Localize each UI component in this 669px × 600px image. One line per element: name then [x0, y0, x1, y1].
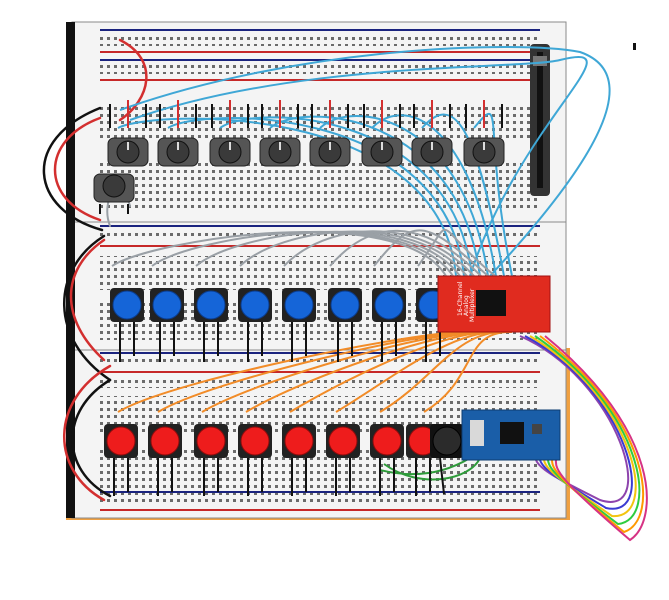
red-button	[106, 426, 136, 456]
blue-button	[240, 290, 270, 320]
multiplexer-board: 16-Channel Analog Multiplexer	[437, 275, 551, 333]
pot-signal-wire	[319, 115, 489, 277]
pot-signal-wire	[117, 117, 457, 277]
red-button	[240, 426, 270, 456]
button-signal-wire	[423, 330, 513, 413]
button-leg	[439, 457, 445, 495]
generated-components	[93, 46, 648, 542]
mux-label-line3: Multiplexer	[469, 288, 476, 322]
ground-wire	[379, 457, 471, 476]
pot-signal-wire	[421, 113, 505, 277]
blue-button	[374, 290, 404, 320]
mux-label-line2: Analog	[463, 295, 470, 316]
blue-button	[112, 290, 142, 320]
potentiometer-knob	[268, 140, 292, 164]
multiplexer-output-wire	[529, 335, 637, 518]
pot-signal-wire	[219, 116, 473, 277]
blue-button	[152, 290, 182, 320]
pot-signal-wire	[119, 46, 611, 277]
potentiometer-knob	[472, 140, 496, 164]
red-button	[328, 426, 358, 456]
left-frame-bar	[66, 22, 75, 518]
button-signal-wire	[417, 228, 496, 277]
button-signal-wire	[245, 330, 489, 413]
pot-signal-wire	[167, 117, 465, 277]
multiplexer-output-wire	[539, 335, 645, 534]
small-mark	[633, 43, 636, 50]
button-signal-wire	[373, 229, 489, 277]
blue-button	[196, 290, 226, 320]
pot-signal-wire	[371, 114, 497, 277]
button-signal-wire	[239, 230, 468, 277]
button-signal-wire	[283, 230, 475, 277]
potentiometer-knob	[318, 140, 342, 164]
potentiometer-knob	[370, 140, 394, 164]
button-signal-wire	[157, 330, 477, 413]
power-rails	[100, 29, 540, 511]
multiplexer-output-wire	[524, 335, 633, 510]
black-button	[432, 426, 462, 456]
mux-label-line1: 16-Channel	[457, 281, 464, 316]
potentiometer-knob	[102, 174, 126, 198]
microcontroller-board	[461, 409, 561, 461]
button-signal-wire	[111, 231, 447, 277]
button-signal-wire	[329, 229, 482, 277]
pot-signal-wire	[129, 55, 588, 277]
blue-button	[330, 290, 360, 320]
red-button	[372, 426, 402, 456]
pot-signal-wire	[269, 115, 481, 277]
multiplexer-output-wire	[534, 335, 641, 526]
button-signal-wire	[195, 230, 461, 277]
slide-potentiometer	[530, 44, 550, 196]
potentiometer-knob	[218, 140, 242, 164]
potentiometer-knob	[166, 140, 190, 164]
multiplexer-output-wire	[544, 335, 648, 542]
red-button	[196, 426, 226, 456]
potentiometer-knob	[116, 140, 140, 164]
button-signal-wire	[289, 330, 495, 413]
blue-button	[284, 290, 314, 320]
red-button	[150, 426, 180, 456]
button-signal-wire	[151, 231, 454, 277]
potentiometer-knob	[420, 140, 444, 164]
red-button	[284, 426, 314, 456]
button-signal-wire	[335, 330, 501, 413]
button-signal-wire	[379, 330, 507, 413]
static-wires	[42, 38, 148, 502]
